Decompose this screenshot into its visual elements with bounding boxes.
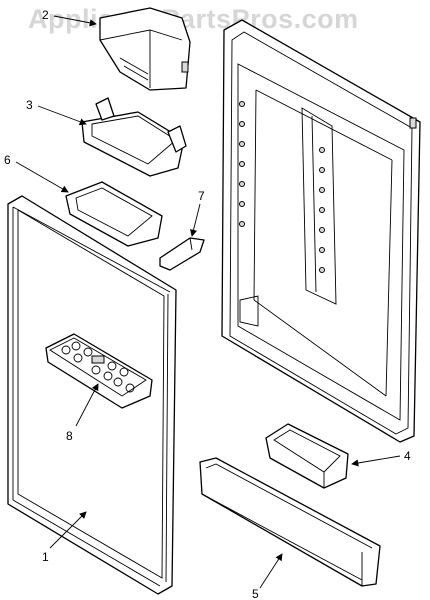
callout-6: 6: [4, 153, 11, 167]
leader-4: [351, 455, 401, 467]
part-door-bar: [199, 457, 381, 587]
leader-2: [53, 15, 97, 27]
part-dairy-cover: [99, 7, 191, 91]
part-small-bin: [265, 423, 349, 489]
leader-7: [190, 203, 201, 237]
callout-3: 3: [26, 98, 33, 112]
callout-2: 2: [42, 8, 49, 22]
leader-1: [49, 511, 87, 549]
leader-3: [37, 105, 87, 126]
callout-1: 1: [42, 550, 49, 564]
leader-5: [259, 553, 283, 589]
leader-6: [15, 161, 69, 193]
part-door-bin-upper: [81, 97, 187, 177]
callout-4: 4: [404, 449, 411, 463]
callout-8: 8: [66, 429, 73, 443]
part-door-shelf: [65, 181, 163, 247]
part-clip: [159, 237, 205, 271]
leader-8: [75, 383, 99, 427]
callout-7: 7: [198, 189, 205, 203]
watermark-logo: AppliancePartsPros.com: [28, 4, 359, 34]
callout-5: 5: [252, 587, 259, 600]
part-egg-tray: [45, 333, 153, 409]
part-door-liner: [221, 19, 421, 443]
